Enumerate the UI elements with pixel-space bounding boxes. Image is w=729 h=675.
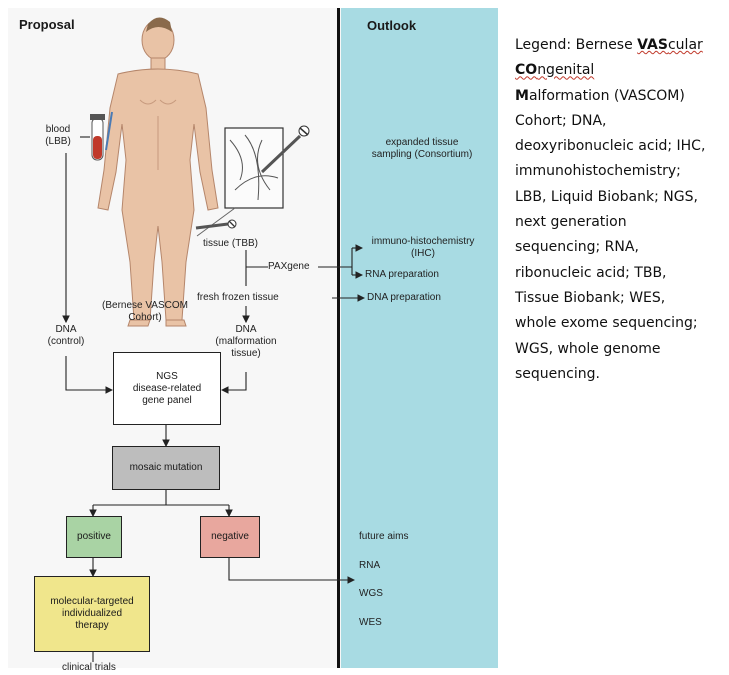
dna-preparation-label: DNA preparation — [367, 292, 441, 303]
tissue-label: tissue (TBB) — [203, 238, 259, 249]
fresh-frozen-label: fresh frozen tissue — [197, 292, 279, 303]
positive-box: positive — [66, 516, 122, 558]
legend-panel — [498, 8, 722, 668]
ihc-label: immuno-histochemistry(IHC) — [371, 236, 475, 259]
wes-label: WES — [359, 617, 382, 628]
dna-control-label: DNA(control) — [47, 324, 85, 347]
rna-label: RNA — [359, 560, 381, 571]
mosaic-mutation-box: mosaic mutation — [112, 446, 220, 490]
syringe-icon — [195, 219, 237, 230]
blood-label: blood(LBB) — [45, 124, 71, 147]
future-aims-label: future aims — [359, 531, 409, 542]
paxgene-label: PAXgene — [268, 261, 310, 272]
clinical-trials-label: clinical trials — [62, 662, 116, 673]
rna-preparation-label: RNA preparation — [365, 269, 439, 280]
blood-tube-icon — [90, 114, 105, 161]
inset-tissue-sampling — [196, 125, 310, 237]
proposal-heading: Proposal — [19, 17, 75, 32]
human-figure-illustration — [97, 17, 219, 327]
negative-box: negative — [200, 516, 260, 558]
outlook-panel — [341, 8, 498, 668]
section-divider — [337, 8, 340, 668]
outlook-heading: Outlook — [367, 18, 417, 33]
wgs-label: WGS — [359, 588, 383, 599]
